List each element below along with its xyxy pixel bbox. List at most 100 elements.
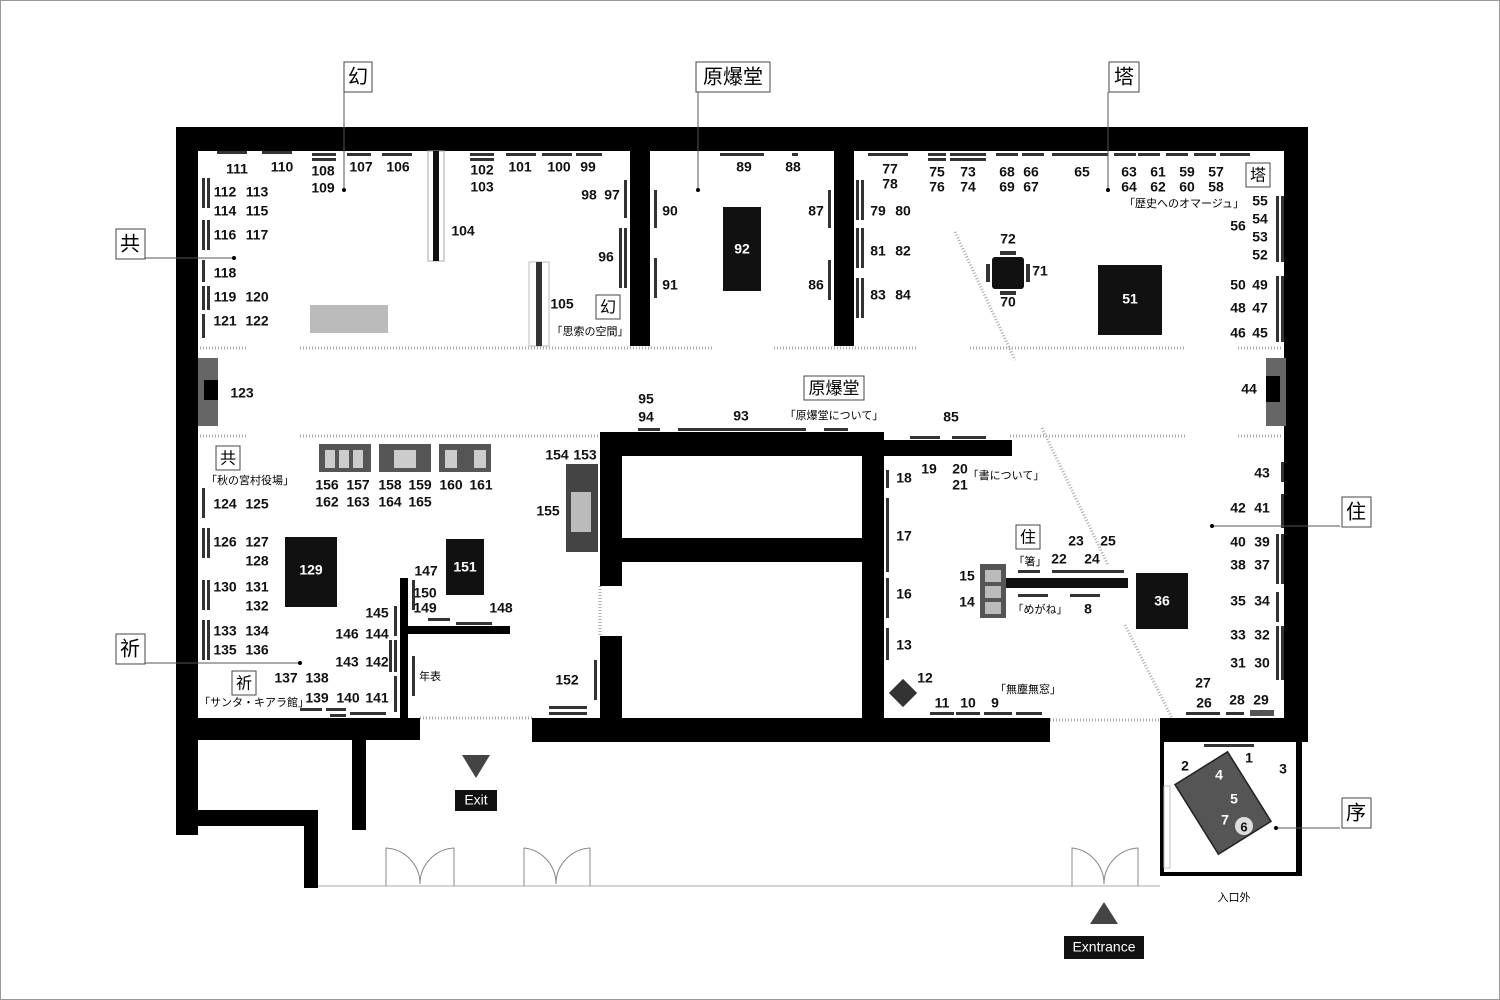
exhibit-150[interactable]: 150 bbox=[413, 585, 437, 601]
exhibit-55[interactable]: 55 bbox=[1252, 193, 1268, 209]
exhibit-133[interactable]: 133 bbox=[213, 623, 237, 639]
exhibit-164[interactable]: 164 bbox=[378, 494, 402, 510]
exhibit-155[interactable]: 155 bbox=[536, 503, 560, 519]
exhibit-2[interactable]: 2 bbox=[1181, 758, 1189, 774]
exhibit-84[interactable]: 84 bbox=[895, 287, 911, 303]
exhibit-101[interactable]: 101 bbox=[508, 159, 532, 175]
exhibit-25[interactable]: 25 bbox=[1100, 533, 1116, 549]
entrance-marker[interactable]: Exntrance bbox=[1064, 902, 1144, 959]
exhibit-116[interactable]: 116 bbox=[214, 227, 237, 243]
exhibit-36[interactable]: 36 bbox=[1154, 593, 1170, 609]
exhibit-117[interactable]: 117 bbox=[246, 227, 269, 243]
exhibit-105[interactable]: 105 bbox=[550, 296, 574, 312]
exhibit-20[interactable]: 20 bbox=[952, 461, 968, 477]
exhibit-59[interactable]: 59 bbox=[1179, 164, 1195, 180]
exhibit-100[interactable]: 100 bbox=[547, 159, 571, 175]
exhibit-163[interactable]: 163 bbox=[346, 494, 370, 510]
exhibit-47[interactable]: 47 bbox=[1252, 300, 1268, 316]
exhibit-16[interactable]: 16 bbox=[896, 586, 912, 602]
exhibit-92[interactable]: 92 bbox=[734, 241, 750, 257]
exhibit-64[interactable]: 64 bbox=[1121, 179, 1137, 195]
exhibit-52[interactable]: 52 bbox=[1252, 247, 1268, 263]
exhibit-121[interactable]: 121 bbox=[213, 313, 237, 329]
exhibit-157[interactable]: 157 bbox=[346, 477, 370, 493]
exhibit-31[interactable]: 31 bbox=[1230, 655, 1246, 671]
exhibit-151[interactable]: 151 bbox=[453, 559, 477, 575]
exhibit-97[interactable]: 97 bbox=[604, 187, 620, 203]
exhibit-114[interactable]: 114 bbox=[214, 203, 237, 219]
exhibit-128[interactable]: 128 bbox=[245, 553, 269, 569]
exhibit-108[interactable]: 108 bbox=[311, 163, 335, 179]
exhibit-29[interactable]: 29 bbox=[1253, 692, 1269, 708]
exhibit-110[interactable]: 110 bbox=[271, 159, 294, 175]
exhibit-124[interactable]: 124 bbox=[213, 496, 237, 512]
exhibit-5[interactable]: 5 bbox=[1230, 791, 1238, 807]
exhibit-81[interactable]: 81 bbox=[870, 243, 886, 259]
exhibit-111[interactable]: 111 bbox=[226, 161, 248, 177]
exhibit-107[interactable]: 107 bbox=[349, 159, 373, 175]
exhibit-146[interactable]: 146 bbox=[335, 626, 359, 642]
exhibit-103[interactable]: 103 bbox=[470, 179, 494, 195]
exhibit-95[interactable]: 95 bbox=[638, 391, 654, 407]
exhibit-149[interactable]: 149 bbox=[413, 600, 437, 616]
exhibit-35[interactable]: 35 bbox=[1230, 593, 1246, 609]
exhibit-159[interactable]: 159 bbox=[408, 477, 432, 493]
exhibit-43[interactable]: 43 bbox=[1254, 465, 1270, 481]
exhibit-61[interactable]: 61 bbox=[1150, 164, 1166, 180]
exhibit-72[interactable]: 72 bbox=[1000, 231, 1016, 247]
exhibit-23[interactable]: 23 bbox=[1068, 533, 1084, 549]
exhibit-160[interactable]: 160 bbox=[439, 477, 463, 493]
exhibit-90[interactable]: 90 bbox=[662, 203, 678, 219]
exhibit-70[interactable]: 70 bbox=[1000, 294, 1016, 310]
exhibit-10[interactable]: 10 bbox=[960, 695, 976, 711]
exhibit-21[interactable]: 21 bbox=[952, 477, 968, 493]
exhibit-11[interactable]: 11 bbox=[935, 695, 950, 711]
exhibit-85[interactable]: 85 bbox=[943, 409, 959, 425]
exhibit-102[interactable]: 102 bbox=[470, 162, 494, 178]
exhibit-161[interactable]: 161 bbox=[469, 477, 493, 493]
exhibit-135[interactable]: 135 bbox=[213, 642, 237, 658]
exhibit-68[interactable]: 68 bbox=[999, 164, 1015, 180]
exhibit-54[interactable]: 54 bbox=[1252, 211, 1268, 227]
exhibit-153[interactable]: 153 bbox=[573, 447, 597, 463]
exhibit-45[interactable]: 45 bbox=[1252, 325, 1268, 341]
exhibit-115[interactable]: 115 bbox=[246, 203, 269, 219]
exhibit-37[interactable]: 37 bbox=[1254, 557, 1270, 573]
exhibit-119[interactable]: 119 bbox=[214, 289, 237, 305]
exhibit-145[interactable]: 145 bbox=[365, 605, 389, 621]
exhibit-123[interactable]: 123 bbox=[230, 385, 254, 401]
exhibit-89[interactable]: 89 bbox=[736, 159, 752, 175]
exhibit-74[interactable]: 74 bbox=[960, 179, 976, 195]
exhibit-99[interactable]: 99 bbox=[580, 159, 596, 175]
exhibit-112[interactable]: 112 bbox=[214, 184, 237, 200]
exhibit-6[interactable]: 6 bbox=[1240, 819, 1247, 834]
exhibit-132[interactable]: 132 bbox=[245, 598, 269, 614]
exhibit-154[interactable]: 154 bbox=[545, 447, 569, 463]
exhibit-13[interactable]: 13 bbox=[896, 637, 912, 653]
exhibit-140[interactable]: 140 bbox=[336, 690, 360, 706]
exhibit-73[interactable]: 73 bbox=[960, 164, 976, 180]
exhibit-134[interactable]: 134 bbox=[245, 623, 269, 639]
exhibit-118[interactable]: 118 bbox=[214, 265, 237, 281]
exhibit-69[interactable]: 69 bbox=[999, 179, 1015, 195]
exhibit-71[interactable]: 71 bbox=[1032, 263, 1048, 279]
exhibit-7[interactable]: 7 bbox=[1221, 812, 1229, 828]
exhibit-152[interactable]: 152 bbox=[555, 672, 579, 688]
exhibit-138[interactable]: 138 bbox=[305, 670, 329, 686]
exhibit-93[interactable]: 93 bbox=[733, 408, 749, 424]
exhibit-39[interactable]: 39 bbox=[1254, 534, 1270, 550]
exhibit-65[interactable]: 65 bbox=[1074, 164, 1090, 180]
exhibit-53[interactable]: 53 bbox=[1252, 229, 1268, 245]
exhibit-75[interactable]: 75 bbox=[929, 164, 945, 180]
exhibit-94[interactable]: 94 bbox=[638, 409, 654, 425]
exhibit-67[interactable]: 67 bbox=[1023, 179, 1039, 195]
exhibit-104[interactable]: 104 bbox=[451, 223, 475, 239]
exhibit-12[interactable]: 12 bbox=[917, 670, 933, 686]
exhibit-17[interactable]: 17 bbox=[896, 528, 912, 544]
exhibit-18[interactable]: 18 bbox=[896, 470, 912, 486]
exhibit-148[interactable]: 148 bbox=[489, 600, 513, 616]
exhibit-91[interactable]: 91 bbox=[662, 277, 678, 293]
exhibit-139[interactable]: 139 bbox=[305, 690, 329, 706]
exhibit-76[interactable]: 76 bbox=[929, 179, 945, 195]
exhibit-28[interactable]: 28 bbox=[1229, 692, 1245, 708]
